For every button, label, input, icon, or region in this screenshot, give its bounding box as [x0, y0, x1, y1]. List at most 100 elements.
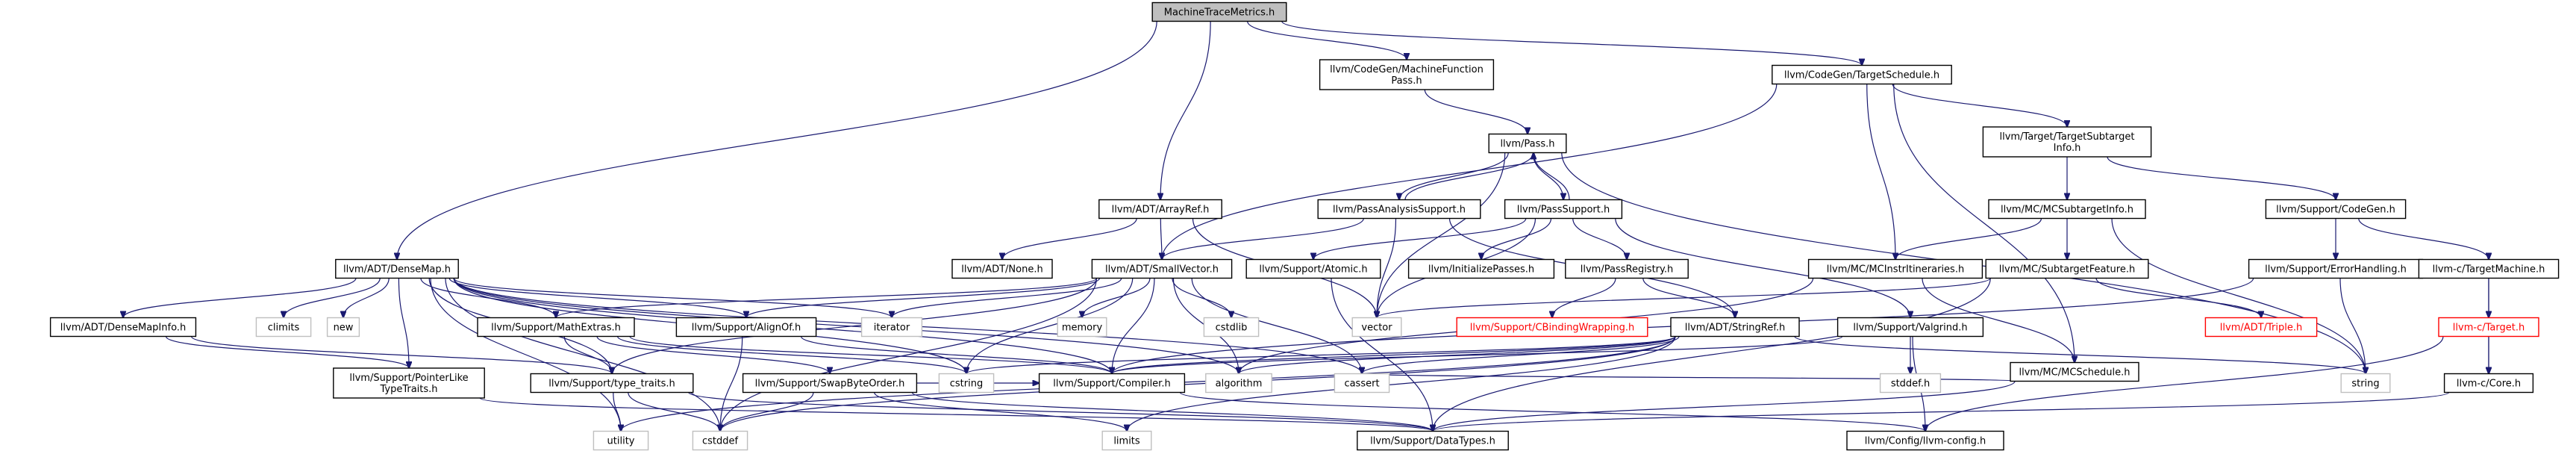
- node-box: [530, 373, 694, 394]
- node-algorithm: algorithm: [1205, 373, 1272, 394]
- node-label: llvm/Support/PointerLike: [349, 373, 468, 384]
- node-box: [1038, 373, 1186, 394]
- edge-sv-to-compiler: [1112, 278, 1155, 374]
- node-cstdlib: cstdlib: [1203, 317, 1260, 338]
- edge-mcit-to-mcsched: [1922, 278, 2075, 363]
- edge-mtm-to-densemap: [397, 21, 1157, 260]
- edge-mtm-to-mfp: [1247, 21, 1407, 60]
- node-label: llvm/Pass.h: [1500, 139, 1554, 150]
- node-label: cstring: [950, 379, 983, 390]
- node-pas[interactable]: llvm/PassAnalysisSupport.h: [1317, 199, 1481, 220]
- node-ctarget[interactable]: llvm-c/Target.h: [2438, 317, 2539, 338]
- node-dmi[interactable]: llvm/ADT/DenseMapInfo.h: [49, 317, 197, 338]
- edge-ts-to-mcsched: [1893, 84, 2075, 363]
- node-alignof[interactable]: llvm/Support/AlignOf.h: [675, 317, 817, 338]
- node-codegen[interactable]: llvm/Support/CodeGen.h: [2265, 199, 2407, 220]
- node-box: [1317, 199, 1481, 220]
- nodes-layer: MachineTraceMetrics.h llvm/CodeGen/Machin…: [49, 1, 2560, 451]
- node-box: [1982, 126, 2152, 158]
- edge-pas-to-vector: [1377, 218, 1397, 318]
- node-label: climits: [268, 323, 300, 334]
- edge-mathextras-to-cstring: [616, 335, 967, 374]
- node-none[interactable]: llvm/ADT/None.h: [951, 258, 1053, 279]
- node-mcsf[interactable]: llvm/MC/SubtargetFeature.h: [1985, 258, 2149, 279]
- node-box: [2010, 361, 2139, 382]
- node-stddef: stddef.h: [1879, 373, 1942, 394]
- node-config[interactable]: llvm/Config/llvm-config.h: [1846, 430, 2004, 451]
- node-cbw[interactable]: llvm/Support/CBindingWrapping.h: [1456, 317, 1648, 338]
- node-label: new: [334, 323, 354, 334]
- edge-ts-to-tsi: [1892, 84, 2067, 128]
- node-label: llvm-c/Target.h: [2453, 323, 2525, 334]
- node-label: llvm/Support/Atomic.h: [1259, 264, 1367, 276]
- node-stringref[interactable]: llvm/ADT/StringRef.h: [1670, 317, 1800, 338]
- edge-densemap-to-plt: [398, 278, 409, 369]
- node-label: llvm/Support/CodeGen.h: [2276, 205, 2395, 216]
- node-ps[interactable]: llvm/PassSupport.h: [1504, 199, 1623, 220]
- node-sbo[interactable]: llvm/Support/SwapByteOrder.h: [742, 373, 918, 394]
- node-targetmachine[interactable]: llvm-c/TargetMachine.h: [2418, 258, 2560, 279]
- node-label: llvm/Support/SwapByteOrder.h: [755, 379, 905, 390]
- edge-sv-to-cstring: [966, 278, 1134, 374]
- node-mathextras[interactable]: llvm/Support/MathExtras.h: [477, 317, 635, 338]
- node-ccore[interactable]: llvm-c/Core.h: [2443, 373, 2534, 394]
- node-errh[interactable]: llvm/Support/ErrorHandling.h: [2248, 258, 2424, 279]
- edge-compiler-to-config: [1179, 391, 1925, 432]
- edge-sv-to-cassert: [1191, 278, 1362, 374]
- edge-stringref-to-compiler: [1112, 335, 1676, 374]
- node-mcsched[interactable]: llvm/MC/MCSchedule.h: [2010, 361, 2139, 382]
- node-pass[interactable]: llvm/Pass.h: [1488, 133, 1567, 154]
- edge-pas-to-sv: [1162, 218, 1364, 260]
- node-box: [49, 317, 197, 338]
- node-label: llvm/ADT/DenseMap.h: [343, 264, 451, 276]
- edge-passreg-to-cbw: [1552, 278, 1616, 318]
- edge-pass-to-ps: [1532, 152, 1563, 200]
- edge-densemap-to-cstddef: [445, 278, 720, 432]
- edge-sv-to-memory: [1082, 278, 1151, 318]
- node-label: llvm/PassRegistry.h: [1581, 264, 1673, 276]
- edge-arrayref-to-sv: [1160, 218, 1162, 260]
- node-box: [333, 367, 485, 399]
- node-label: llvm/ADT/SmallVector.h: [1105, 264, 1219, 276]
- node-passreg[interactable]: llvm/PassRegistry.h: [1565, 258, 1689, 279]
- node-box: [675, 317, 817, 338]
- node-mcsi[interactable]: llvm/MC/MCSubtargetInfo.h: [1988, 199, 2146, 220]
- node-mtm[interactable]: MachineTraceMetrics.h: [1151, 1, 1287, 22]
- edge-stringref-to-cstring: [966, 335, 1676, 374]
- node-sv[interactable]: llvm/ADT/SmallVector.h: [1091, 258, 1233, 279]
- node-initpasses[interactable]: llvm/InitializePasses.h: [1407, 258, 1555, 279]
- node-label: llvm/ADT/ArrayRef.h: [1112, 205, 1210, 216]
- edge-sv-to-typetraits: [612, 278, 1097, 374]
- node-datatypes[interactable]: llvm/Support/DataTypes.h: [1357, 430, 1509, 451]
- node-atomic[interactable]: llvm/Support/Atomic.h: [1245, 258, 1381, 279]
- node-new: new: [326, 317, 360, 338]
- node-box: [335, 258, 459, 279]
- node-mcit[interactable]: llvm/MC/MCInstrItineraries.h: [1807, 258, 1983, 279]
- node-box: [1057, 317, 1107, 338]
- node-compiler[interactable]: llvm/Support/Compiler.h: [1038, 373, 1186, 394]
- node-box: [1846, 430, 2004, 451]
- node-typetraits[interactable]: llvm/Support/type_traits.h: [530, 373, 694, 394]
- node-triple[interactable]: llvm/ADT/Triple.h: [2204, 317, 2318, 338]
- edge-mathextras-to-typetraits: [563, 336, 612, 374]
- node-densemap[interactable]: llvm/ADT/DenseMap.h: [335, 258, 459, 279]
- node-label: llvm/Config/llvm-config.h: [1865, 436, 1986, 447]
- node-arrayref[interactable]: llvm/ADT/ArrayRef.h: [1098, 199, 1222, 220]
- node-ts[interactable]: llvm/CodeGen/TargetSchedule.h: [1772, 64, 1952, 85]
- node-label: llvm/MC/SubtargetFeature.h: [1999, 264, 2135, 276]
- edge-densemap-to-climits: [284, 278, 381, 318]
- edge-pas-to-pass: [1404, 153, 1534, 200]
- node-box: [2438, 317, 2539, 338]
- node-valgrind[interactable]: llvm/Support/Valgrind.h: [1836, 317, 1984, 338]
- node-label: llvm/Support/Compiler.h: [1053, 379, 1170, 390]
- node-label: llvm/ADT/None.h: [961, 264, 1042, 276]
- node-box: [2443, 373, 2534, 394]
- node-box: [255, 317, 312, 338]
- node-label: Info.h: [2054, 143, 2081, 154]
- node-box: [1988, 199, 2146, 220]
- node-box: [1101, 430, 1152, 451]
